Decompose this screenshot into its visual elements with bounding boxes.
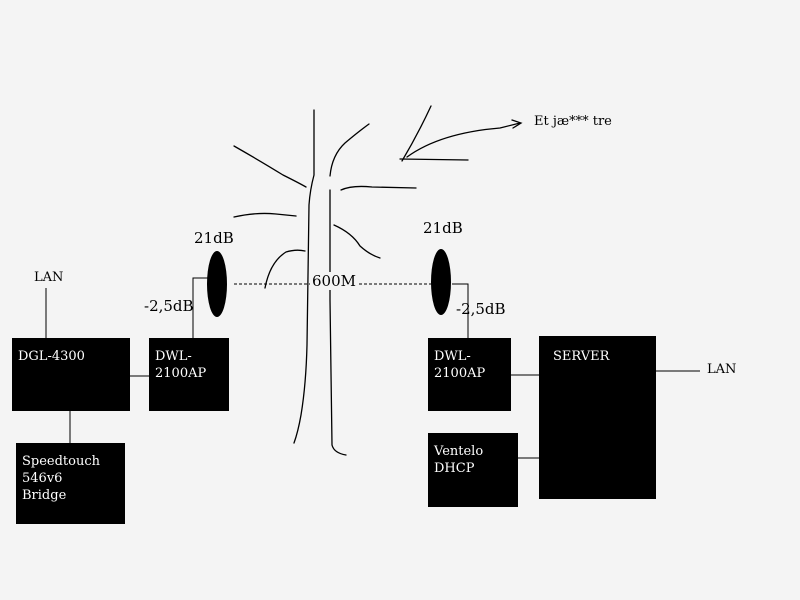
speedtouch-label-line3: Bridge xyxy=(22,488,67,503)
dwl-right-label-line2: 2100AP xyxy=(434,366,486,381)
tree-branch-mid-left xyxy=(233,212,297,218)
dwl-right-antenna-cable xyxy=(452,283,469,338)
tree-branch-flat xyxy=(399,158,469,161)
tree-branch-upper-right xyxy=(329,123,370,177)
distance-label: 600M xyxy=(310,272,358,290)
speedtouch-bridge: Speedtouch 546v6 Bridge xyxy=(16,443,125,524)
lan-right-label: LAN xyxy=(707,362,737,377)
dgl-label: DGL-4300 xyxy=(18,349,85,364)
server: SERVER xyxy=(539,336,656,499)
tree-branch-top-right xyxy=(401,105,432,162)
tree-trunk-right xyxy=(329,189,347,456)
dwl-left-label-line1: DWL- xyxy=(155,349,192,364)
gain-left-label: 21dB xyxy=(194,229,234,247)
ventelo-dhcp: Ventelo DHCP xyxy=(428,433,518,507)
tree-sketch xyxy=(233,105,523,456)
tree-branch-upper-left xyxy=(233,145,307,188)
tree-branch-arrow xyxy=(406,122,521,158)
server-label: SERVER xyxy=(553,349,610,364)
speedtouch-label-line2: 546v6 xyxy=(22,471,63,486)
dwl-left-antenna-cable xyxy=(192,277,210,338)
gain-right-label: 21dB xyxy=(423,219,463,237)
loss-right-label: -2,5dB xyxy=(456,300,506,318)
ventelo-label-line2: DHCP xyxy=(434,461,475,476)
ventelo-label-line1: Ventelo xyxy=(434,444,484,459)
tree-arrowhead xyxy=(511,119,523,129)
dwl-right-label-line1: DWL- xyxy=(434,349,471,364)
dwl-left-label-line2: 2100AP xyxy=(155,366,207,381)
tree-branch-mid-right xyxy=(340,185,417,191)
antenna-left xyxy=(207,251,227,317)
tree-trunk-main xyxy=(293,109,315,444)
tree-branch-lower-right xyxy=(333,224,381,259)
loss-left-label: -2,5dB xyxy=(144,297,194,315)
tree-branch-lower-left xyxy=(264,249,306,289)
dwl-2100ap-left: DWL- 2100AP xyxy=(149,338,229,411)
dgl-4300-router: DGL-4300 xyxy=(12,338,130,411)
speedtouch-label-line1: Speedtouch xyxy=(22,454,101,469)
dwl-2100ap-right: DWL- 2100AP xyxy=(428,338,511,411)
lan-left-label: LAN xyxy=(34,270,64,285)
antenna-right xyxy=(431,249,451,315)
tree-note-label: Et jæ*** tre xyxy=(534,114,612,129)
